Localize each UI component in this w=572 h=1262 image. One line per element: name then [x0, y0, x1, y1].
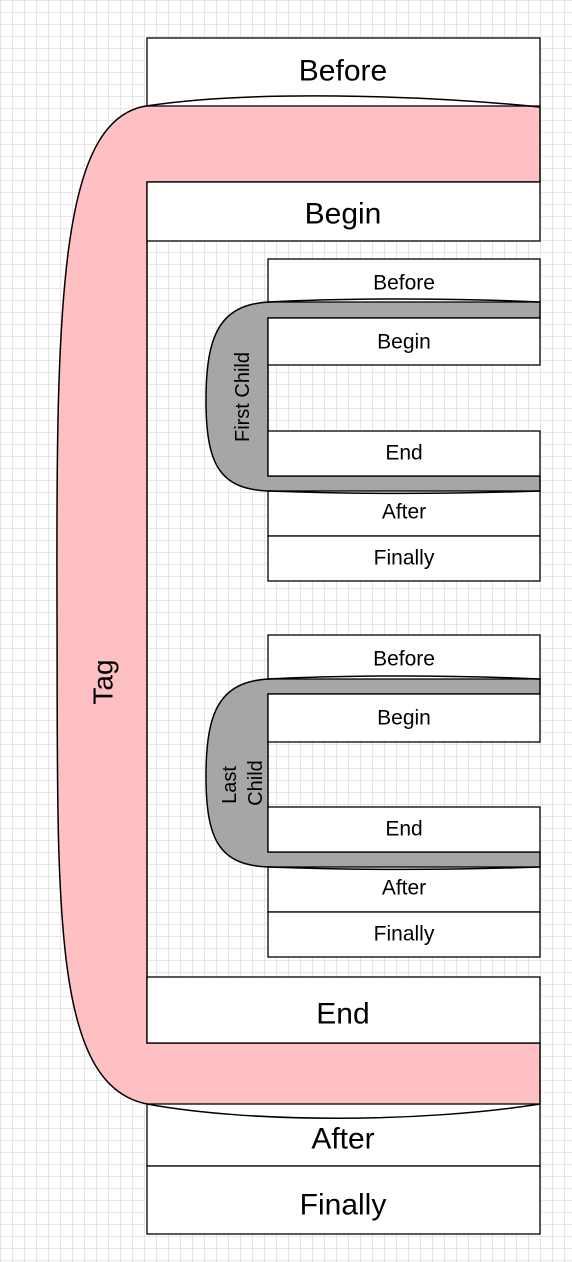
outer-after-box: After [146, 1103, 541, 1167]
last-child-after-label: After [382, 877, 426, 900]
tag-bracket [56, 95, 541, 1119]
first-child-before-label: Before [373, 272, 435, 295]
first-child-bracket-label: First Child [232, 352, 254, 442]
outer-end-label: End [316, 998, 369, 1031]
outer-finally-box: Finally [146, 1165, 541, 1235]
outer-begin-box: Begin [146, 181, 541, 242]
outer-begin-label: Begin [305, 198, 382, 231]
last-child-before-label: Before [373, 648, 435, 671]
outer-before-label: Before [299, 55, 387, 88]
tag-bracket-label: Tag [88, 659, 119, 704]
first-child-end-label: End [385, 442, 422, 465]
last-child-finally-label: Finally [374, 923, 435, 946]
last-child-bracket-label-line2: Child [245, 760, 267, 806]
last-child-end-box: End [267, 806, 541, 853]
first-child-before-box: Before [267, 258, 541, 303]
first-child-after-box: After [267, 490, 541, 537]
last-child-end-label: End [385, 818, 422, 841]
outer-finally-label: Finally [300, 1189, 387, 1222]
first-child-begin-box: Begin [267, 317, 541, 366]
first-child-end-box: End [267, 430, 541, 477]
first-child-begin-label: Begin [377, 331, 431, 354]
last-child-after-box: After [267, 866, 541, 913]
first-child-finally-box: Finally [267, 535, 541, 582]
first-child-after-label: After [382, 501, 426, 524]
outer-end-box: End [146, 976, 541, 1044]
last-child-bracket-label-line1: Last [219, 766, 241, 804]
first-child-finally-label: Finally [374, 547, 435, 570]
last-child-before-box: Before [267, 634, 541, 680]
last-child-finally-box: Finally [267, 911, 541, 958]
outer-before-box: Before [146, 37, 541, 107]
outer-after-label: After [311, 1123, 374, 1156]
last-child-begin-label: Begin [377, 707, 431, 730]
last-child-begin-box: Begin [267, 693, 541, 743]
